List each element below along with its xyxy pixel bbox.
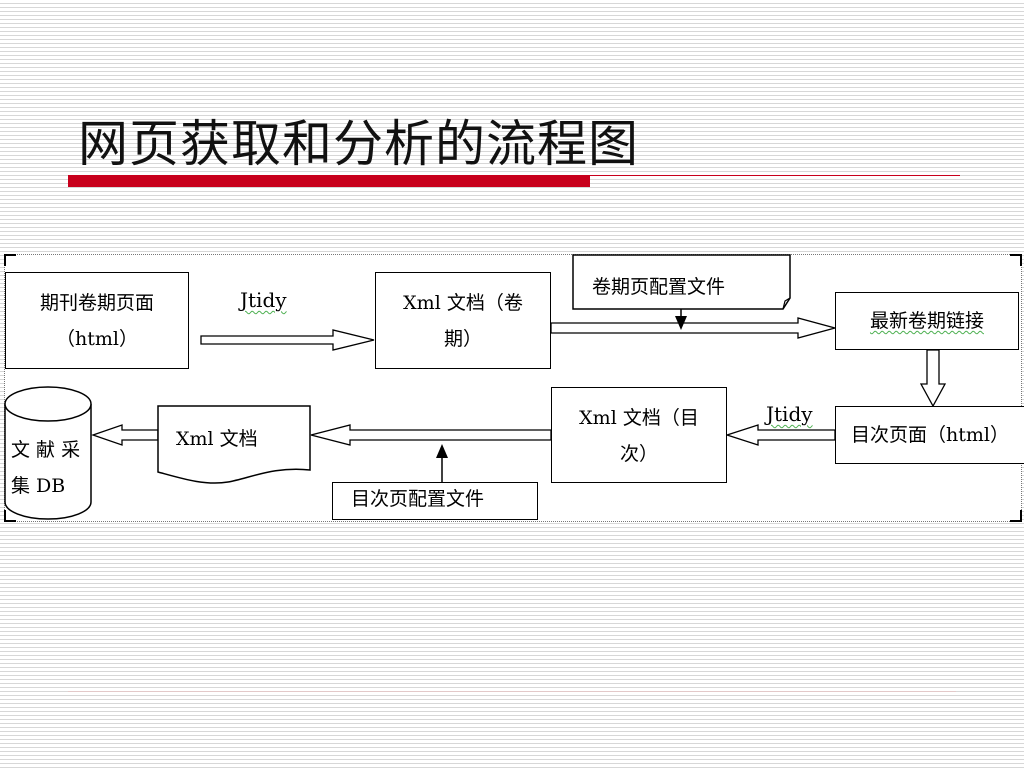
arrowhead-toc-config bbox=[436, 444, 448, 458]
node-label: 期） bbox=[443, 328, 482, 350]
toc-page-node: 目次页面（html） bbox=[835, 406, 1024, 464]
arrow-xml-to-links bbox=[550, 317, 838, 339]
node-label: 集 DB bbox=[11, 475, 66, 497]
xml-toc-node: Xml 文档（目 次） bbox=[551, 387, 727, 483]
journal-page-node: 期刊卷期页面 （html） bbox=[5, 272, 189, 369]
node-label: 最新卷期链接 bbox=[869, 310, 984, 332]
jtidy-label-1: Jtidy bbox=[240, 288, 287, 312]
xml-volume-node: Xml 文档（卷 期） bbox=[375, 272, 551, 369]
volume-config-label: 卷期页配置文件 bbox=[592, 276, 726, 298]
node-label: 目次页面（html） bbox=[851, 424, 1009, 446]
node-label: Xml 文档（目 bbox=[579, 407, 699, 429]
arrowhead-volume-config bbox=[675, 316, 687, 330]
arrow-toc-to-xmltoc bbox=[724, 424, 836, 446]
node-label: 次） bbox=[619, 443, 658, 465]
toc-config-node: 目次页配置文件 bbox=[332, 482, 538, 520]
arrow-xmltoc-to-xmldoc bbox=[310, 424, 552, 446]
node-label: （html） bbox=[56, 328, 138, 350]
node-label: 目次页配置文件 bbox=[351, 488, 485, 510]
volume-config-shape bbox=[572, 254, 791, 310]
jtidy-label-2: Jtidy bbox=[766, 402, 813, 426]
arrow-xmldoc-to-db bbox=[91, 424, 159, 446]
selection-corner bbox=[4, 254, 16, 266]
title-underline bbox=[68, 175, 590, 187]
xml-doc-label: Xml 文档 bbox=[176, 428, 258, 450]
selection-corner bbox=[1010, 510, 1022, 522]
selection-corner bbox=[4, 510, 16, 522]
database-cylinder bbox=[4, 404, 92, 520]
database-label: 文 献 采 集 DB bbox=[11, 432, 80, 504]
xml-doc-shape bbox=[157, 405, 311, 484]
node-label: 文 献 采 bbox=[11, 439, 81, 461]
title-underline-thin bbox=[590, 175, 960, 176]
arrow-page-to-xml bbox=[200, 329, 375, 351]
slide-title: 网页获取和分析的流程图 bbox=[78, 115, 639, 173]
arrow-links-to-toc bbox=[919, 349, 947, 408]
node-label: Xml 文档（卷 bbox=[403, 292, 523, 314]
database-cylinder-top bbox=[4, 386, 92, 422]
node-label: 期刊卷期页面 bbox=[39, 292, 154, 314]
latest-links-node: 最新卷期链接 bbox=[835, 292, 1019, 350]
selection-corner bbox=[1010, 254, 1022, 266]
footer-line bbox=[68, 691, 956, 692]
